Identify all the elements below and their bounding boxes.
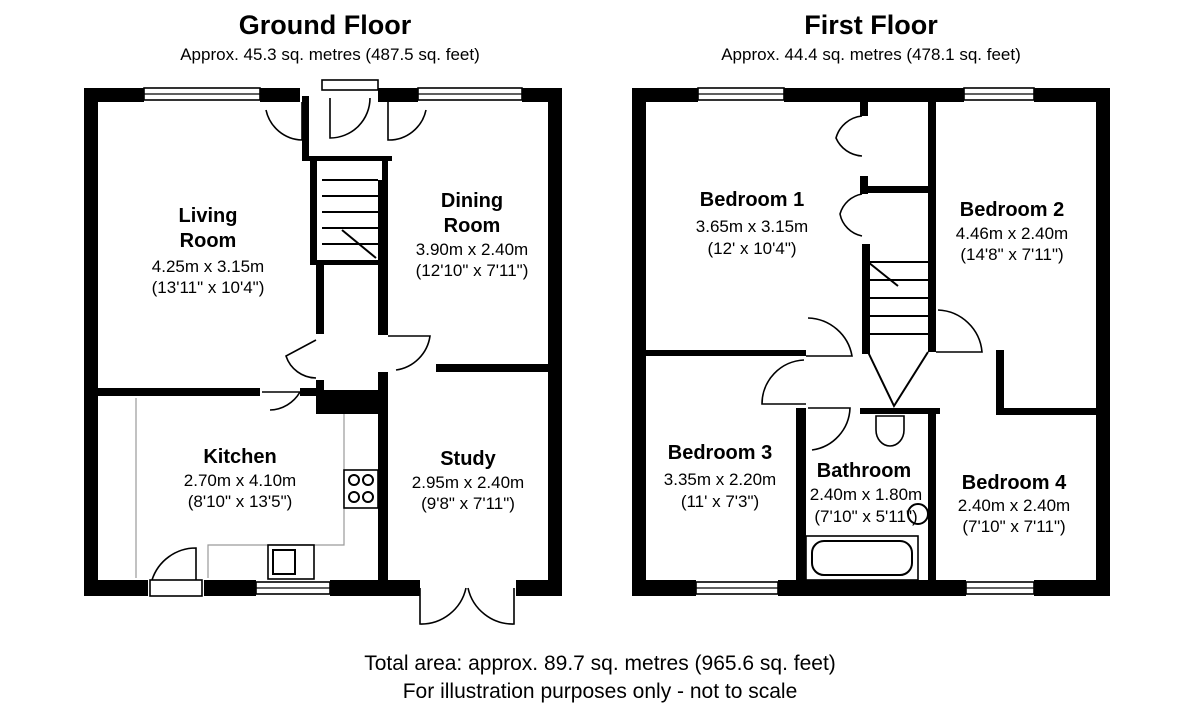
room-dimensions-metric: 3.90m x 2.40m (416, 240, 528, 259)
first-floor-doors (761, 309, 1003, 451)
disclaimer: For illustration purposes only - not to … (403, 680, 798, 703)
room-name: Kitchen (203, 446, 276, 468)
room-name: Room (444, 215, 501, 237)
room-dimensions-imperial: (12'10" x 7'11") (416, 261, 529, 280)
room-dining-room: Dining Room 3.90m x 2.40m (12'10" x 7'11… (416, 190, 529, 280)
room-name: Bedroom 2 (960, 199, 1064, 221)
room-dimensions-imperial: (7'10" x 7'11") (962, 517, 1065, 536)
bathroom-fittings (805, 415, 929, 581)
first-floor-windows (695, 87, 1035, 595)
ground-floor-title: Ground Floor (239, 10, 412, 40)
room-dimensions-metric: 2.40m x 2.40m (958, 496, 1070, 515)
room-study: Study 2.95m x 2.40m (9'8" x 7'11") (412, 448, 524, 513)
room-bedroom-2: Bedroom 2 4.46m x 2.40m (14'8" x 7'11") (956, 199, 1068, 264)
room-dimensions-imperial: (13'11" x 10'4") (152, 278, 265, 297)
room-dimensions-imperial: (8'10" x 13'5") (188, 492, 293, 511)
first-floor-area: Approx. 44.4 sq. metres (478.1 sq. feet) (721, 45, 1021, 64)
first-floor-plan: First Floor Approx. 44.4 sq. metres (478… (632, 10, 1110, 596)
room-bathroom: Bathroom 2.40m x 1.80m (7'10" x 5'11") (810, 460, 922, 526)
ground-floor-doors (149, 97, 515, 625)
first-floor-title: First Floor (804, 10, 938, 40)
room-name: Bedroom 3 (668, 442, 772, 464)
ground-floor-plan: Ground Floor Approx. 45.3 sq. metres (48… (84, 10, 562, 625)
ground-floor-area: Approx. 45.3 sq. metres (487.5 sq. feet) (180, 45, 480, 64)
room-bedroom-1: Bedroom 1 3.65m x 3.15m (12' x 10'4") (696, 189, 808, 258)
room-name: Room (180, 230, 237, 252)
room-dimensions-metric: 2.95m x 2.40m (412, 473, 524, 492)
room-dimensions-imperial: (12' x 10'4") (707, 239, 796, 258)
room-dimensions-metric: 3.35m x 2.20m (664, 470, 776, 489)
room-kitchen: Kitchen 2.70m x 4.10m (8'10" x 13'5") (184, 446, 296, 511)
room-name: Living (179, 205, 238, 227)
room-dimensions-metric: 2.70m x 4.10m (184, 471, 296, 490)
room-name: Dining (441, 190, 503, 212)
ground-floor-windows (143, 79, 523, 595)
room-name: Study (440, 448, 496, 470)
ground-floor-walls (84, 88, 562, 596)
room-bedroom-4: Bedroom 4 2.40m x 2.40m (7'10" x 7'11") (958, 472, 1070, 536)
room-dimensions-imperial: (11' x 7'3") (681, 492, 759, 511)
room-bedroom-3: Bedroom 3 3.35m x 2.20m (11' x 7'3") (664, 442, 776, 511)
room-dimensions-metric: 4.25m x 3.15m (152, 257, 264, 276)
room-dimensions-imperial: (9'8" x 7'11") (421, 494, 515, 513)
total-area: Total area: approx. 89.7 sq. metres (965… (364, 652, 836, 675)
room-name: Bedroom 1 (700, 189, 804, 211)
wardrobe-doors (835, 115, 863, 237)
first-floor-walls (632, 88, 1110, 596)
room-name: Bathroom (817, 460, 911, 482)
kitchen-fittings (135, 398, 379, 580)
room-dimensions-metric: 4.46m x 2.40m (956, 224, 1068, 243)
room-name: Bedroom 4 (962, 472, 1067, 494)
room-dimensions-imperial: (7'10" x 5'11") (814, 507, 917, 526)
room-dimensions-imperial: (14'8" x 7'11") (960, 245, 1063, 264)
ground-floor-stairs (322, 179, 378, 259)
room-dimensions-metric: 3.65m x 3.15m (696, 217, 808, 236)
room-living-room: Living Room 4.25m x 3.15m (13'11" x 10'4… (152, 205, 265, 297)
room-dimensions-metric: 2.40m x 1.80m (810, 485, 922, 504)
first-floor-stairs (867, 261, 929, 409)
